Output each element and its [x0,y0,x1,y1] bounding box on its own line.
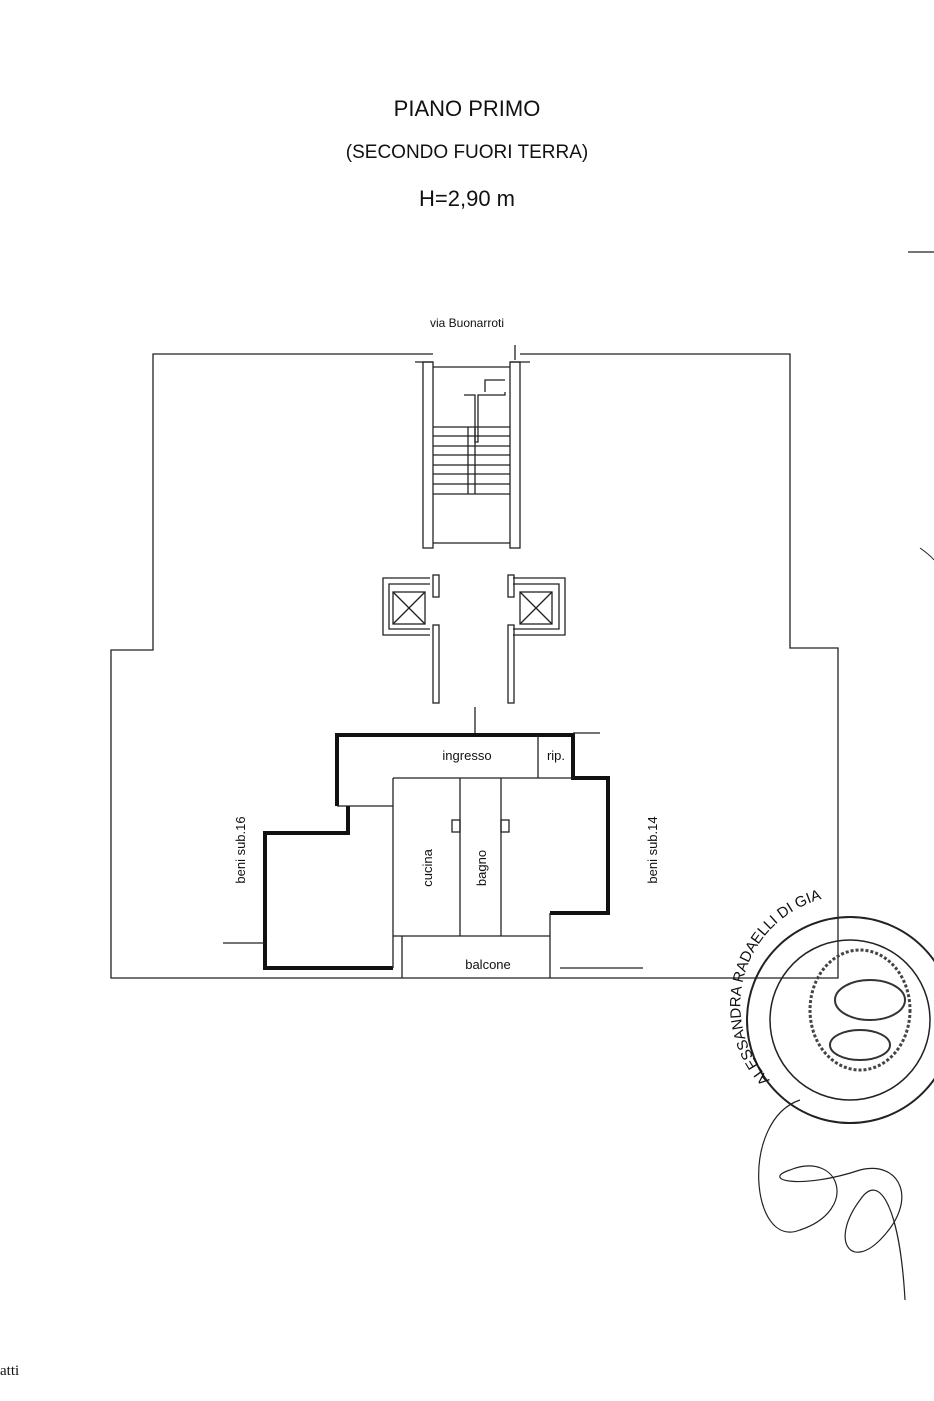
room-label-cucina: cucina [420,848,435,886]
stairwell [415,361,530,549]
elevator-left [382,574,440,704]
ceiling-height: H=2,90 m [419,186,515,211]
plan-title: PIANO PRIMO [393,96,541,121]
professional-stamp: ALESSANDRA RADAELLI DI GIA [727,887,934,1124]
plan-subtitle: (SECONDO FUORI TERRA) [345,142,589,163]
svg-text:ALESSANDRA RADAELLI DI GIA: ALESSANDRA RADAELLI DI GIA [727,887,823,1089]
building-outline [110,251,934,979]
elevator-right [507,574,566,704]
neighbor-label-right: beni sub.14 [645,816,660,883]
street-label: via Buonarroti [430,316,504,330]
room-label-ingresso: ingresso [442,748,491,763]
room-label-rip: rip. [547,748,565,763]
stair-steps [433,426,510,495]
room-label-bagno: bagno [474,850,489,886]
room-label-balcone: balcone [465,957,511,972]
neighbor-label-left: beni sub.16 [233,816,248,883]
apartment-unit [223,732,643,978]
footer-fragment: atti [0,1363,20,1379]
edge-mark [919,547,934,561]
signature [758,1099,906,1301]
